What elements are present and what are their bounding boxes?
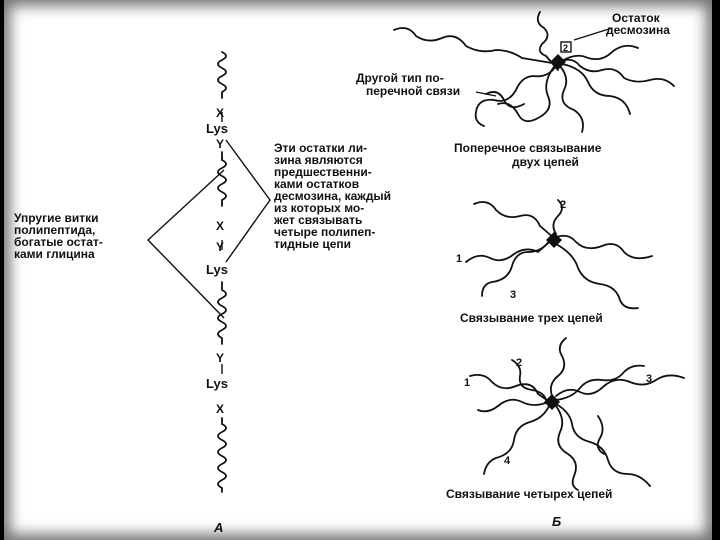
label-line: Остаток xyxy=(612,11,661,25)
chain-strand xyxy=(481,239,551,297)
desmosine-label: Остаток десмозина xyxy=(606,11,670,37)
coils-pointer xyxy=(146,169,225,319)
note-line: Эти остатки ли- xyxy=(274,141,367,155)
chain-number: 2 xyxy=(560,199,566,211)
chain-strand xyxy=(393,27,559,65)
note-line: полипептида, xyxy=(14,223,95,237)
three-chains-caption: Связывание трех цепей xyxy=(460,311,603,325)
chain-strand xyxy=(511,359,547,401)
chain-segment-3 xyxy=(217,281,227,345)
panel-letter-b: Б xyxy=(552,514,561,529)
crosslink-pointer xyxy=(475,91,497,97)
chain-strand xyxy=(485,91,525,109)
residue-lys-3: Lys xyxy=(206,376,228,391)
note-line: Упругие витки xyxy=(14,211,99,225)
desmosine-node xyxy=(546,232,562,248)
two-chains-caption: Поперечное связывание двух цепей xyxy=(454,141,605,169)
chain-number: 3 xyxy=(510,289,516,301)
desmosine-node xyxy=(544,394,560,410)
elastic-coils-note: Упругие витки полипептида, богатые остат… xyxy=(14,211,106,261)
chain-number: 4 xyxy=(504,455,511,467)
panel-letter-a: А xyxy=(213,520,223,535)
chain-number: 2 xyxy=(563,43,568,53)
other-crosslink-label: Другой тип по- перечной связи xyxy=(356,71,460,98)
chain-segment-1 xyxy=(217,51,227,99)
lysine-residues-note: Эти остатки ли- зина являются предшестве… xyxy=(273,141,394,251)
note-line: из которых мо- xyxy=(274,201,364,215)
chain-strand xyxy=(559,44,639,63)
desmosine-pointer xyxy=(573,27,613,41)
chain-strand xyxy=(477,398,549,413)
residue-y-3: Y xyxy=(216,351,224,365)
chain-strand xyxy=(469,373,551,403)
chain-strand xyxy=(561,63,631,115)
chain-strand xyxy=(483,403,551,475)
residue-x-1: X xyxy=(216,106,224,120)
note-line: предшественни- xyxy=(274,165,372,179)
three-chain-crosslink xyxy=(465,199,653,310)
chain-strand xyxy=(559,65,584,133)
chain-strand xyxy=(465,237,555,263)
caption-line: двух цепей xyxy=(512,155,579,169)
residue-lys-2: Lys xyxy=(206,262,228,277)
crosslink-box xyxy=(560,41,572,53)
residue-y-2: Y xyxy=(216,240,224,254)
chain-strand xyxy=(555,405,579,491)
chain-number: 2 xyxy=(516,357,522,369)
chain-strand xyxy=(474,65,557,127)
chain-segment-4 xyxy=(217,417,227,493)
note-line: жет связывать xyxy=(273,213,362,227)
chain-strand xyxy=(536,11,559,71)
residue-lys-1: Lys xyxy=(206,121,228,136)
note-line: четыре полипеп- xyxy=(274,225,375,239)
note-line: зина являются xyxy=(274,153,363,167)
chain-number: 1 xyxy=(464,377,470,389)
residue-y-1: Y xyxy=(216,137,224,151)
note-line: десмозина, каждый xyxy=(274,189,391,203)
chain-strand xyxy=(497,63,557,123)
four-chain-crosslink xyxy=(469,337,685,491)
note-line: богатые остат- xyxy=(14,235,103,249)
residue-x-2: X xyxy=(216,219,224,233)
chain-strand xyxy=(555,243,639,310)
chain-strand xyxy=(552,199,563,235)
lysine-pointer xyxy=(225,139,271,263)
elastin-chain xyxy=(217,51,227,493)
chain-strand xyxy=(596,415,605,455)
chain-segment-2 xyxy=(217,151,227,207)
chain-strand xyxy=(553,234,653,260)
note-line: тидные цепи xyxy=(274,237,351,251)
two-chain-crosslink: 2 xyxy=(393,11,675,133)
chain-strand xyxy=(473,201,555,239)
label-line: Другой тип по- xyxy=(356,71,444,85)
note-line: ками глицина xyxy=(14,247,95,261)
caption-line: Поперечное связывание xyxy=(454,141,602,155)
chain-strand xyxy=(555,403,651,487)
residue-x-3: X xyxy=(216,402,224,416)
chain-strand xyxy=(559,58,675,87)
chain-number: 3 xyxy=(646,373,652,385)
four-chains-caption: Связывание четырех цепей xyxy=(446,487,612,501)
chain-number: 1 xyxy=(456,253,462,265)
chain-strand xyxy=(549,337,567,397)
note-line: ками остатков xyxy=(274,177,359,191)
desmosine-node xyxy=(550,54,566,70)
label-line: десмозина xyxy=(606,23,670,37)
label-line: перечной связи xyxy=(366,84,460,98)
chain-strand xyxy=(555,364,645,401)
